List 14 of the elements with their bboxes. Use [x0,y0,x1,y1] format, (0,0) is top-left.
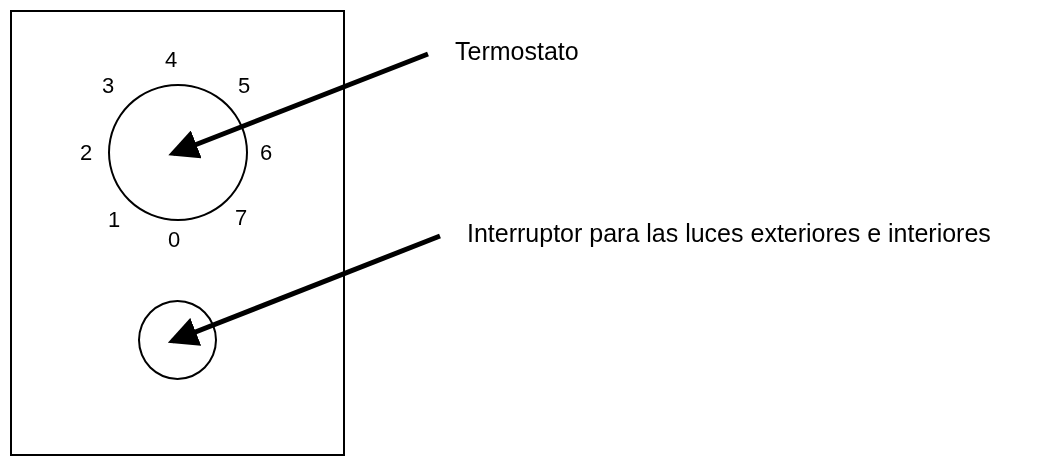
dial-number: 6 [260,139,273,167]
dial-number: 7 [235,204,248,232]
dial-number: 0 [168,226,181,254]
panel-outline [10,10,345,456]
dial-number: 5 [238,72,251,100]
dial-number: 2 [80,139,93,167]
knob-circle [138,300,217,380]
callout-label: Interruptor para las luces exteriores e interiores [467,216,1027,284]
dial-number: 4 [165,46,178,74]
dial-number: 1 [108,206,121,234]
leader-arrow [167,233,441,346]
dial-number: 3 [102,72,115,100]
leader-arrow [168,51,429,159]
callout-label: Termostato [455,34,675,68]
